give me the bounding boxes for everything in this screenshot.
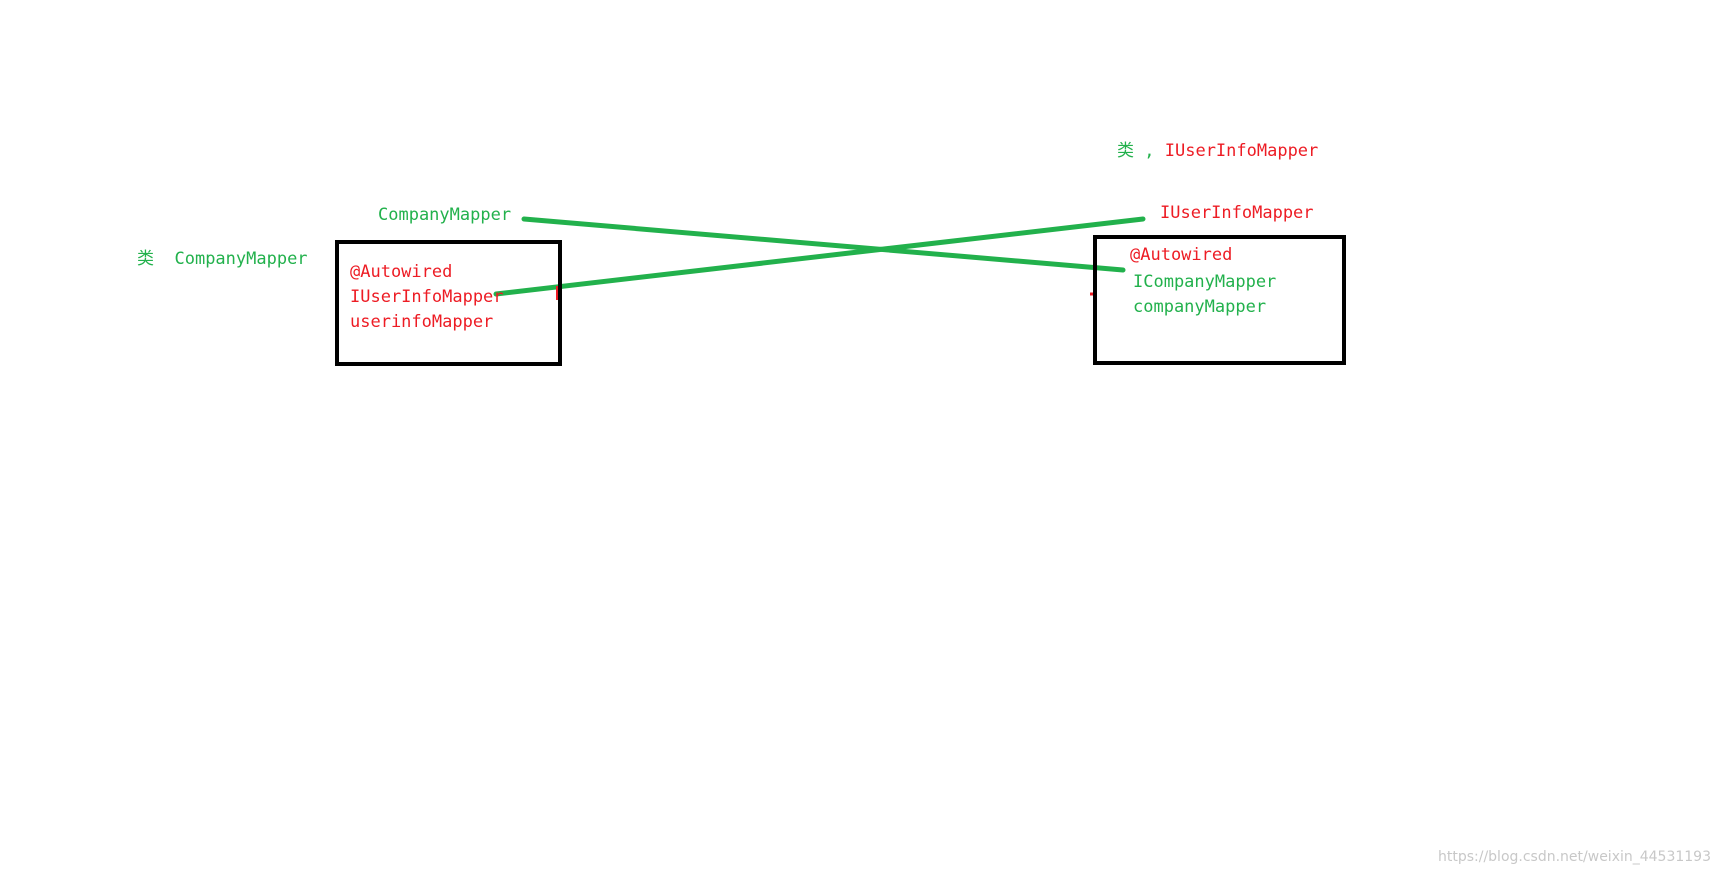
left-class-title: 类 CompanyMapper: [137, 249, 308, 269]
right-top-label: IUserInfoMapper: [1160, 203, 1314, 223]
left-box-field: userinfoMapper: [350, 312, 494, 332]
right-class-box: [1093, 235, 1346, 365]
left-box-to-iuserinfomapper-line: [493, 216, 1146, 297]
companymapper-to-right-box-line: [521, 216, 1126, 273]
left-box-type: IUserInfoMapper: [350, 287, 504, 307]
right-box-type: ICompanyMapper: [1133, 272, 1277, 292]
right-box-field: companyMapper: [1133, 297, 1267, 317]
right-class-title-name: IUserInfoMapper: [1164, 141, 1319, 161]
right-class-title-separator: ,: [1144, 141, 1155, 161]
right-box-annotation: @Autowired: [1130, 245, 1233, 265]
right-class-title-prefix: 类: [1117, 141, 1134, 161]
left-class-box: [335, 240, 562, 366]
left-class-title-name: CompanyMapper: [174, 249, 308, 269]
left-top-label: CompanyMapper: [378, 205, 512, 225]
watermark-text: https://blog.csdn.net/weixin_44531193: [1437, 849, 1711, 865]
left-box-annotation: @Autowired: [350, 262, 453, 282]
left-class-title-prefix: 类: [137, 249, 154, 269]
right-class-title: 类 , IUserInfoMapper: [1117, 141, 1318, 161]
